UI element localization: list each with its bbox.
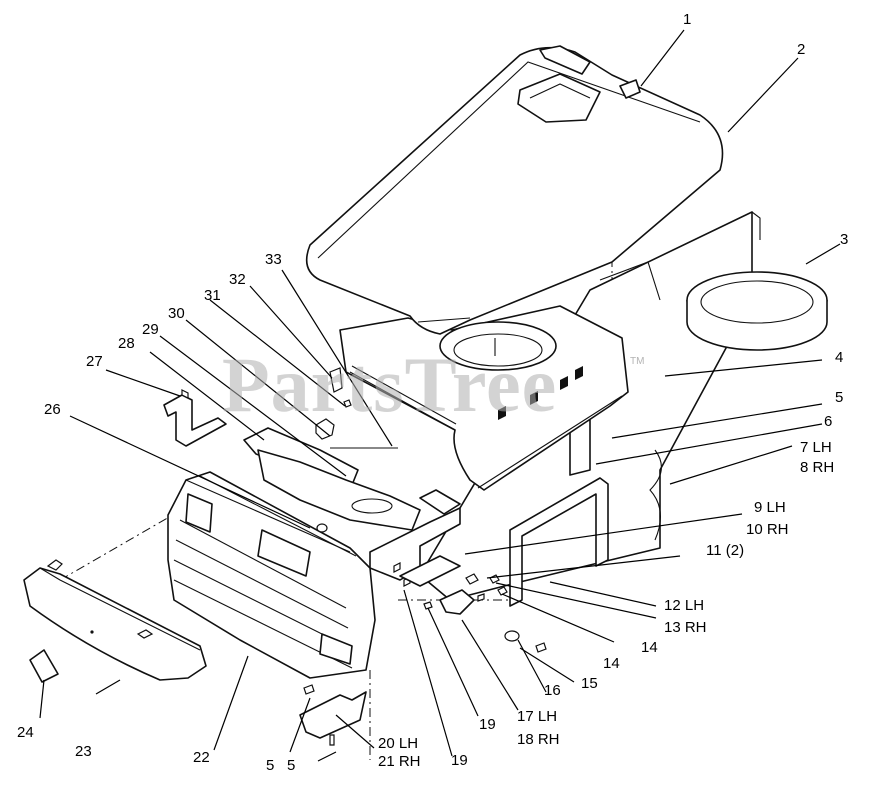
watermark: PartsTree: [222, 341, 558, 428]
callout-6: 6: [824, 413, 833, 430]
callout-22: 22: [193, 749, 210, 766]
callout-5-lower-right: 5: [287, 757, 296, 774]
callout-33: 33: [265, 251, 282, 268]
callout-14-right: 14: [641, 639, 658, 656]
callout-12-lh: 12 LH: [664, 597, 705, 614]
callout-17-lh: 17 LH: [517, 708, 558, 725]
callout-5-lower-left: 5: [266, 757, 275, 774]
callout-9-lh: 9 LH: [754, 499, 786, 516]
grille-22: [167, 471, 376, 679]
callout-28: 28: [118, 335, 135, 352]
callout-4: 4: [835, 349, 844, 366]
callout-7-lh: 7 LH: [800, 439, 832, 456]
bracket-7-8: [509, 419, 609, 607]
callout-21-rh: 21 RH: [378, 753, 421, 770]
filter-ring-3: [686, 271, 828, 351]
callout-2: 2: [797, 41, 806, 58]
callout-3: 3: [840, 231, 849, 248]
emblem-24: [29, 649, 59, 683]
callout-27: 27: [86, 353, 103, 370]
callout-1: 1: [683, 11, 692, 28]
front-bumper-23: [23, 559, 207, 681]
callout-23: 23: [75, 743, 92, 760]
leader-lines: [39, 29, 841, 762]
callout-10-rh: 10 RH: [746, 521, 789, 538]
callout-32: 32: [229, 271, 246, 288]
callout-29: 29: [142, 321, 159, 338]
callout-18-rh: 18 RH: [517, 731, 560, 748]
callout-16: 16: [544, 682, 561, 699]
support-bracket-9-10: [369, 489, 461, 587]
callout-14-left: 14: [603, 655, 620, 672]
callout-26: 26: [44, 401, 61, 418]
small-brackets-27-33: [163, 367, 421, 531]
callout-20-lh: 20 LH: [378, 735, 419, 752]
callout-24: 24: [17, 724, 34, 741]
hinge-hardware-14-18: [423, 573, 547, 653]
callout-31: 31: [204, 287, 221, 304]
hood-body: [339, 305, 629, 491]
callout-11: 11 (2): [706, 542, 745, 559]
callout-19-upper: 19: [479, 716, 496, 733]
watermark-trademark: TM: [630, 356, 645, 367]
lower-bracket-20-21: [299, 684, 367, 746]
callout-30: 30: [168, 305, 185, 322]
callout-5-upper: 5: [835, 389, 844, 406]
callout-15: 15: [581, 675, 598, 692]
callout-8-rh: 8 RH: [800, 459, 835, 476]
callout-13-rh: 13 RH: [664, 619, 707, 636]
callout-19-lower: 19: [451, 752, 468, 769]
top-cover-2: [305, 45, 724, 335]
